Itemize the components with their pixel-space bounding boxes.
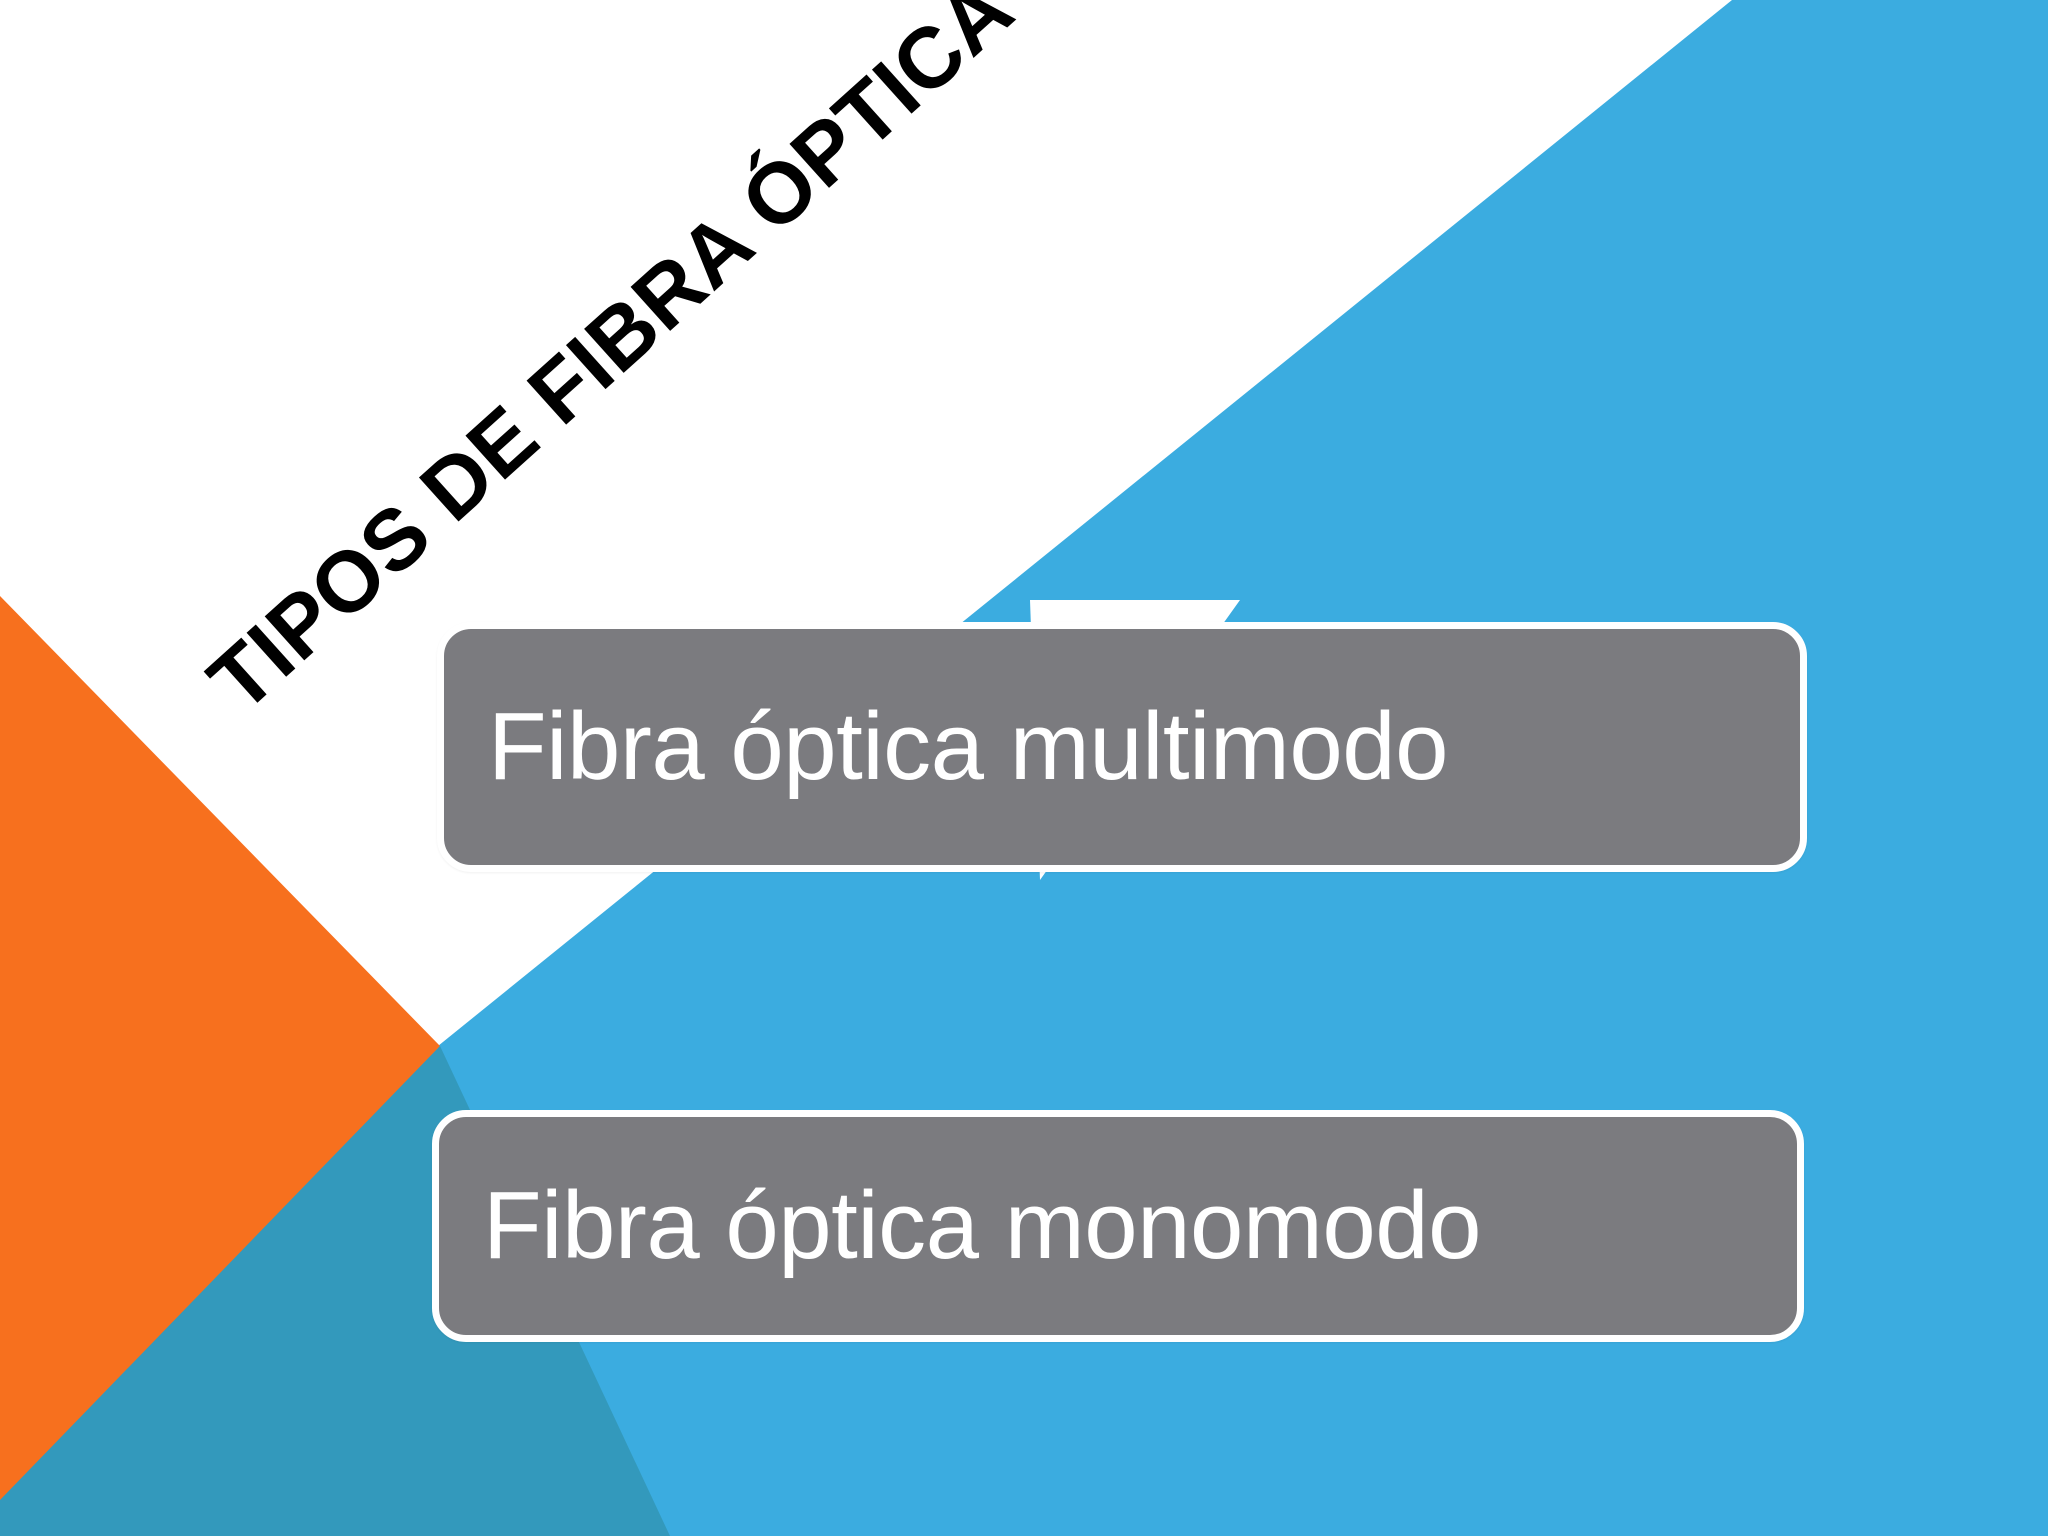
callout-label-monomodo: Fibra óptica monomodo <box>483 1172 1482 1279</box>
callout-fibra-optica-multimodo[interactable]: Fibra óptica multimodo <box>437 622 1807 872</box>
callout-fibra-optica-monomodo[interactable]: Fibra óptica monomodo <box>432 1110 1804 1342</box>
shape-orange-triangle <box>0 596 440 1536</box>
callout-label-multimodo: Fibra óptica multimodo <box>488 693 1449 800</box>
shape-dark-teal-triangle <box>0 1046 670 1536</box>
